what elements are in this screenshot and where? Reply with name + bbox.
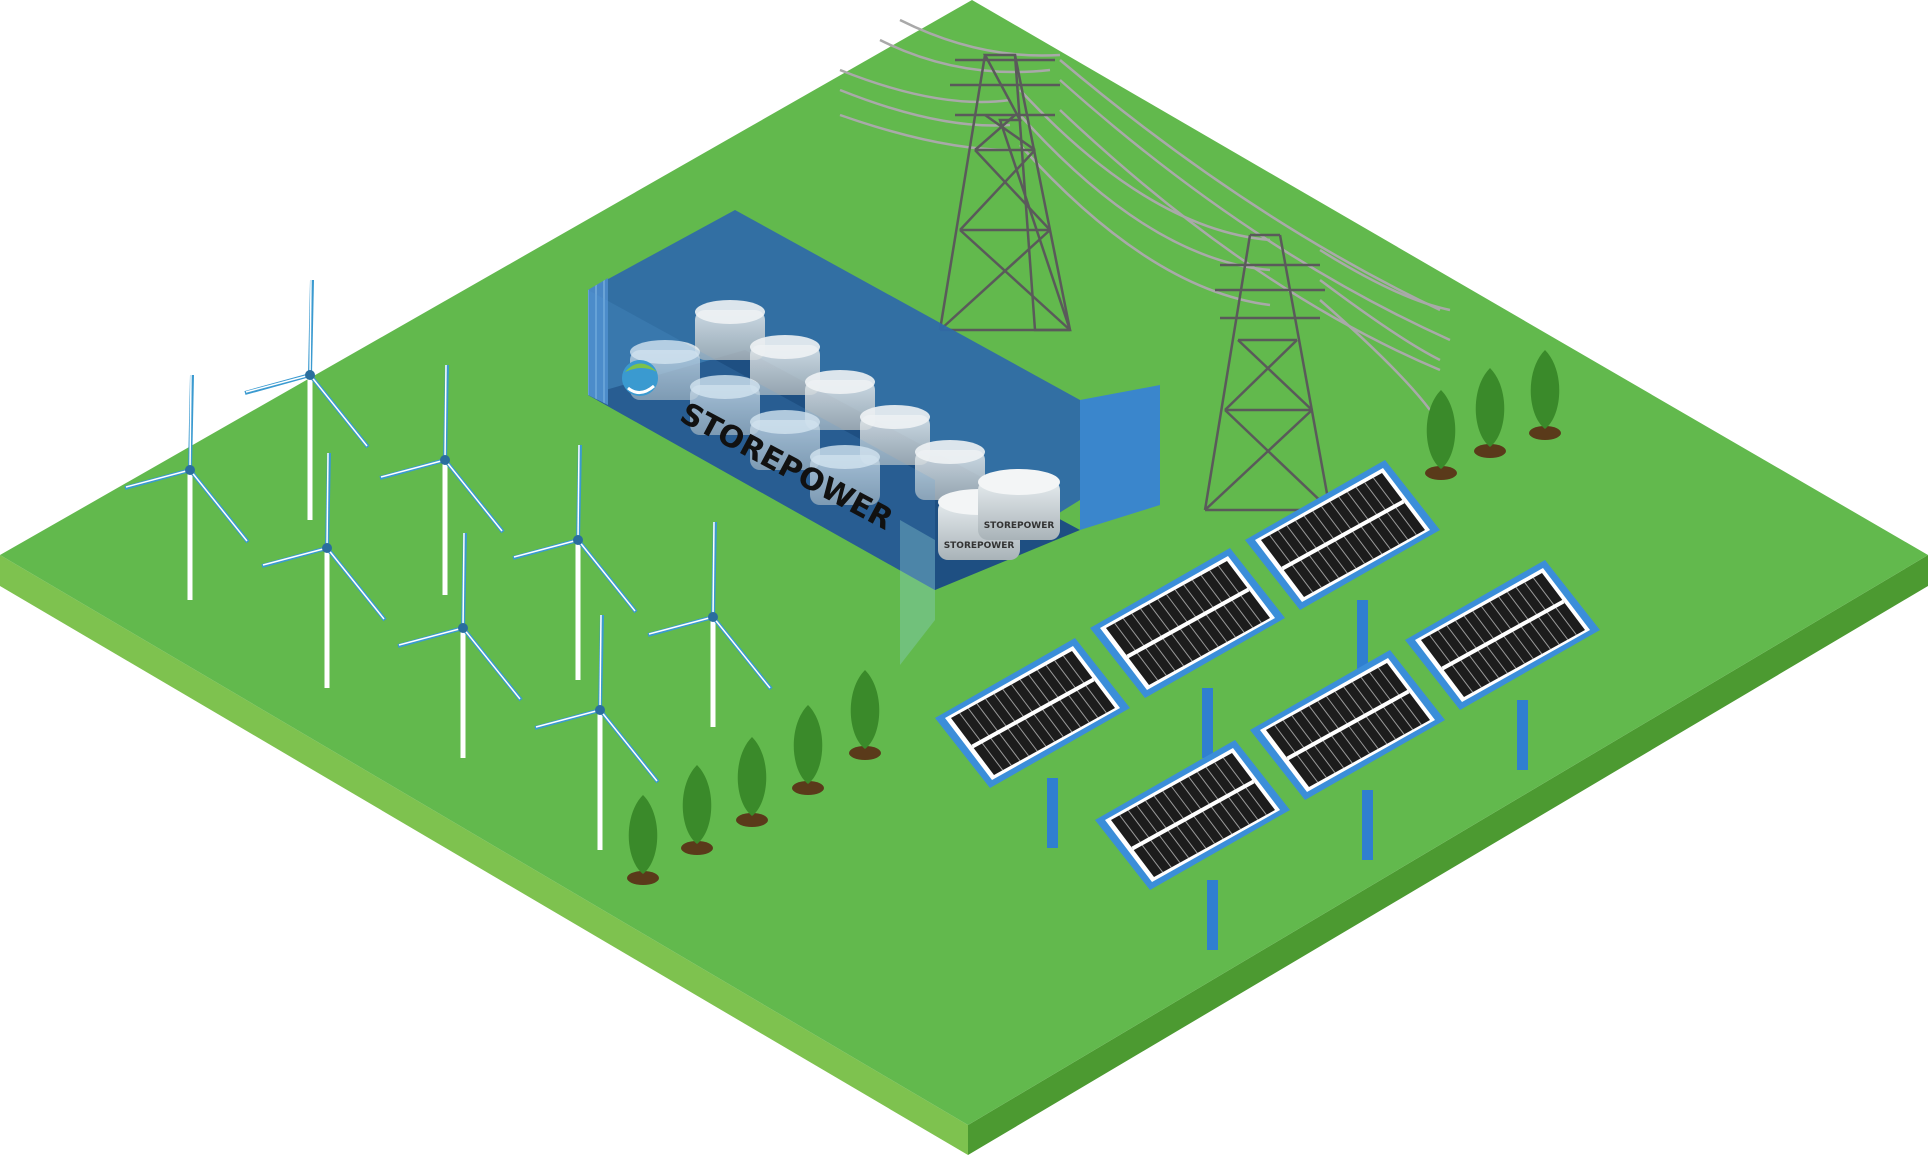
wind-turbine-icon — [261, 452, 387, 688]
solar-panel-array — [935, 460, 1600, 950]
wind-turbine-icon — [124, 374, 250, 600]
container-glass-front — [588, 290, 935, 590]
wind-turbine-icon — [379, 364, 505, 595]
battery-unit-icon — [805, 370, 875, 430]
tree-icon — [1474, 368, 1506, 458]
battery-unit-icon — [915, 440, 985, 500]
wind-turbine-icon — [647, 521, 773, 727]
storepower-logo-icon — [622, 360, 658, 396]
battery-unit-icon — [695, 300, 765, 360]
tree-icon — [849, 670, 881, 760]
battery-unit-icon — [860, 405, 930, 465]
tree-icon — [1425, 390, 1457, 480]
battery-unit-icon — [750, 410, 820, 470]
solar-panel-icon — [1245, 460, 1440, 670]
solar-panel-icon — [1250, 650, 1445, 860]
battery-unit-label: STOREPOWER — [984, 521, 1055, 531]
wind-turbine-icon — [512, 444, 638, 680]
solar-panel-icon — [935, 638, 1130, 848]
tree-icon — [627, 795, 659, 885]
wind-turbine-icon — [244, 279, 370, 520]
container-glass-end — [900, 520, 935, 665]
wind-turbine-icon — [397, 532, 523, 758]
battery-unit-icon: STOREPOWER — [978, 469, 1060, 540]
container-door — [1080, 385, 1160, 530]
solar-panel-icon — [1405, 560, 1600, 770]
solar-panel-icon — [1095, 740, 1290, 950]
container-ribbed-end — [588, 278, 608, 405]
battery-unit-label: STOREPOWER — [944, 541, 1015, 551]
transmission-tower-icon — [938, 53, 1072, 332]
wind-turbine-field — [124, 279, 773, 850]
ground-right-side — [968, 555, 1928, 1155]
battery-unit-icon — [810, 445, 880, 505]
tree-icon — [792, 705, 824, 795]
battery-unit-icon — [690, 375, 760, 435]
ground-left-side — [0, 555, 968, 1155]
solar-panel-icon — [1090, 548, 1285, 758]
tree-icon — [1529, 350, 1561, 440]
tree-group — [627, 350, 1561, 885]
battery-unit-icon — [750, 335, 820, 395]
tree-icon — [736, 737, 768, 827]
wind-turbine-icon — [534, 614, 660, 850]
tree-icon — [681, 765, 713, 855]
